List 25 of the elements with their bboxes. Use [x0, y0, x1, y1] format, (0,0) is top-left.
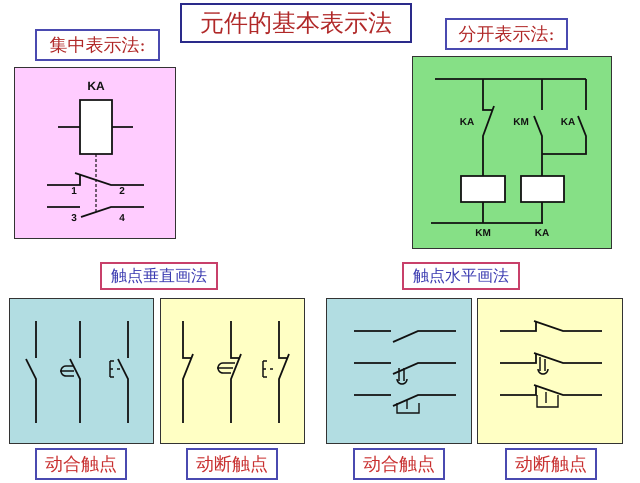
caption-box: 动合触点 — [353, 448, 445, 480]
terminal-number: 2 — [119, 187, 125, 197]
contact-label: KA — [460, 118, 474, 128]
title-box: 元件的基本表示法 — [180, 3, 412, 43]
contact-label: KM — [513, 118, 529, 128]
diagram-panel — [9, 298, 154, 444]
coil-label: KA — [87, 80, 105, 92]
heading-box: 集中表示法: — [35, 29, 160, 61]
coil-label: KA — [534, 229, 550, 239]
diagram-panel — [160, 298, 305, 444]
diagram-panel — [477, 298, 623, 444]
heading-box: 触点水平画法 — [402, 262, 520, 290]
diagram-panel — [412, 56, 612, 249]
heading-box: 触点垂直画法 — [100, 262, 218, 290]
terminal-number: 3 — [71, 214, 77, 224]
diagram-panel — [14, 67, 176, 239]
contact-label: KA — [560, 118, 576, 128]
caption-box: 动断触点 — [505, 448, 597, 480]
coil-label: KM — [475, 229, 491, 239]
caption-box: 动合触点 — [35, 448, 127, 480]
terminal-number: 1 — [71, 187, 77, 197]
caption-box: 动断触点 — [186, 448, 278, 480]
heading-box: 分开表示法: — [445, 18, 568, 50]
terminal-number: 4 — [119, 214, 125, 224]
diagram-panel — [326, 298, 472, 444]
